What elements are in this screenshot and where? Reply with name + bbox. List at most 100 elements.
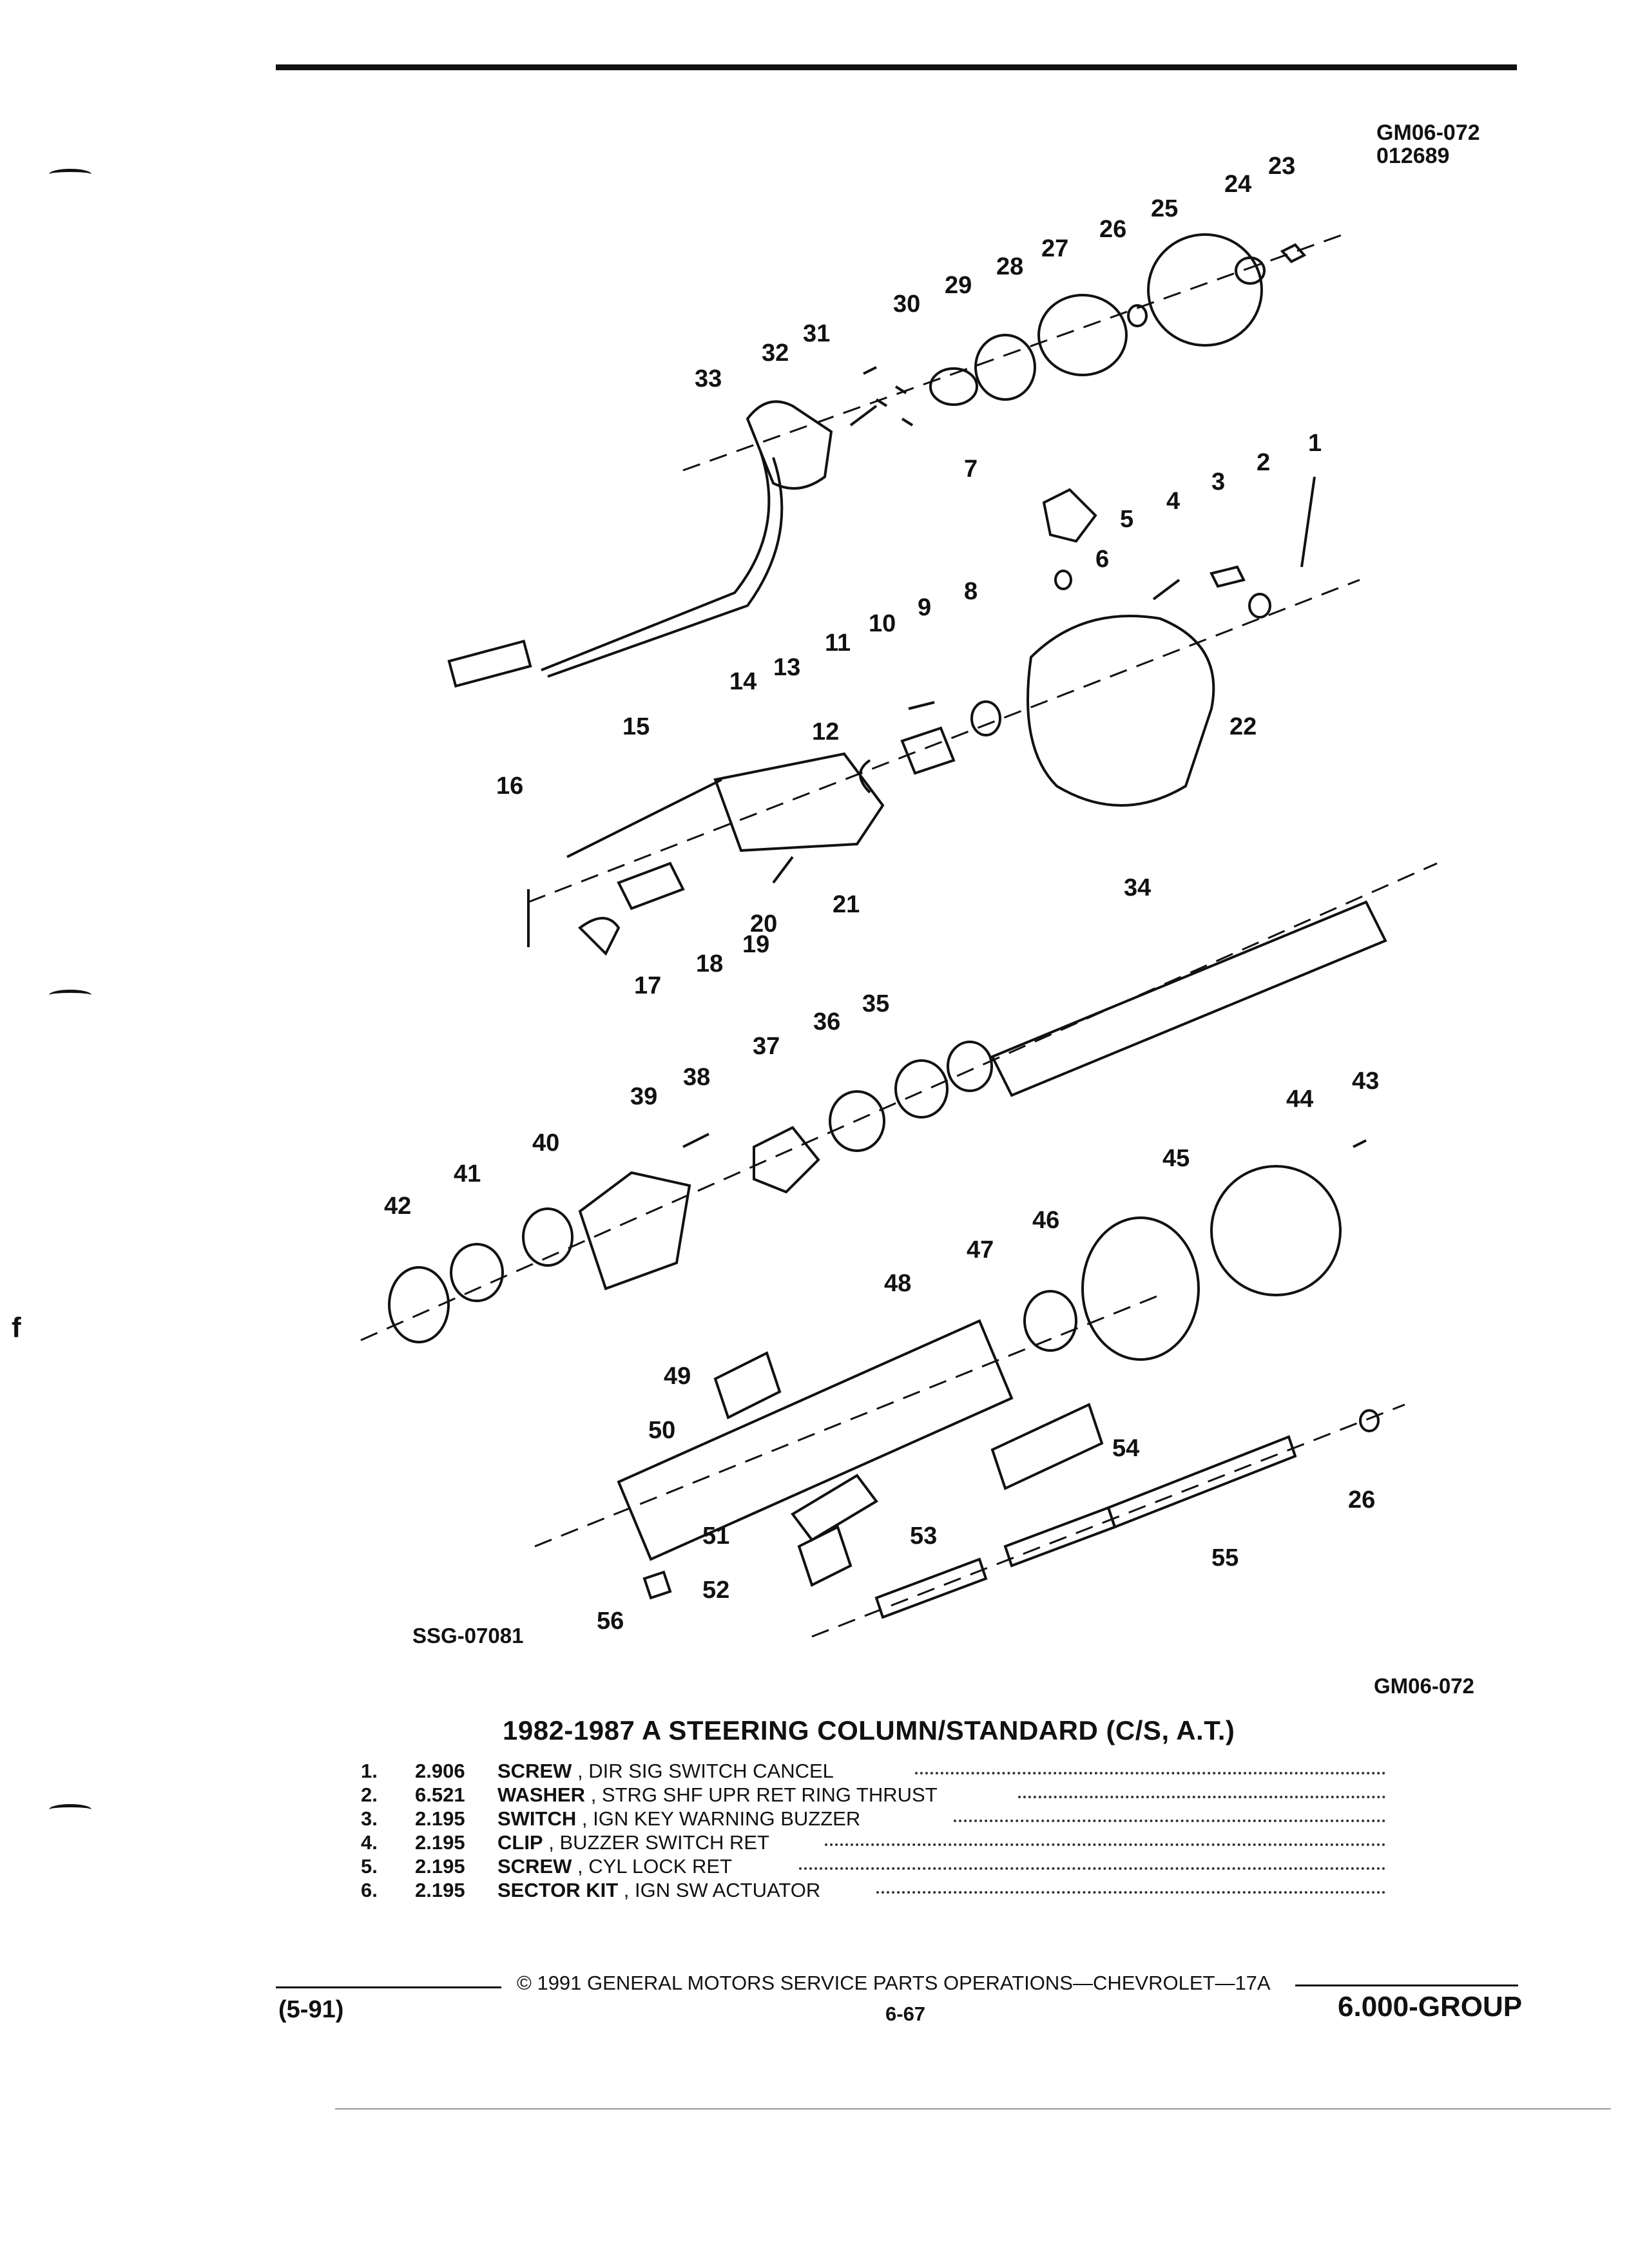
- part-36-spring: [829, 1090, 885, 1152]
- callout-56: 56: [597, 1608, 624, 1635]
- part-38-screw: [682, 1133, 709, 1148]
- margin-mark: [49, 1804, 92, 1815]
- part-56: [642, 1570, 672, 1600]
- callout-21: 21: [833, 891, 860, 918]
- part-54-rack: [990, 1403, 1104, 1490]
- part-code: 2.195: [415, 1807, 465, 1830]
- callout-41: 41: [454, 1160, 481, 1187]
- part-detail: , BUZZER SWITCH RET: [548, 1831, 769, 1854]
- part-19: [617, 861, 685, 910]
- part-detail: , CYL LOCK RET: [577, 1855, 733, 1878]
- callout-51: 51: [702, 1523, 729, 1550]
- edition-date: (5-91): [278, 1996, 344, 2023]
- part-26-ring: [1127, 304, 1148, 327]
- callout-17: 17: [634, 972, 661, 999]
- part-39-bowl: [578, 1171, 691, 1291]
- callout-50: 50: [648, 1417, 675, 1444]
- callout-54: 54: [1112, 1435, 1139, 1462]
- parts-list-title: 1982-1987 A STEERING COLUMN/STANDARD (C/…: [503, 1715, 1235, 1745]
- parts-list-row: 5. 2.195 SCREW , CYL LOCK RET: [361, 1854, 1392, 1878]
- parts-list-row: 6. 2.195 SECTOR KIT , IGN SW ACTUATOR: [361, 1878, 1392, 1902]
- margin-mark: [49, 169, 92, 180]
- part-description: SWITCH , IGN KEY WARNING BUZZER: [497, 1807, 860, 1831]
- leader-dots: [876, 1891, 1385, 1894]
- part-22-housing: [1027, 615, 1215, 807]
- part-37: [753, 1126, 820, 1194]
- part-name: WASHER: [497, 1783, 586, 1806]
- parts-list-row: 2. 6.521 WASHER , STRG SHF UPR RET RING …: [361, 1783, 1392, 1807]
- callout-12: 12: [812, 718, 839, 745]
- callout-46: 46: [1032, 1207, 1059, 1234]
- part-detail: , IGN SW ACTUATOR: [623, 1879, 821, 1901]
- part-7-lock-cylinder: [1042, 488, 1097, 543]
- callout-36: 36: [813, 1008, 840, 1035]
- callout-3: 3: [1211, 468, 1225, 495]
- callout-22: 22: [1229, 713, 1257, 740]
- part-55-shaft: [1106, 1435, 1297, 1529]
- bottom-rule: [335, 2108, 1611, 2109]
- callout-1: 1: [1308, 430, 1322, 457]
- part-40-ring: [522, 1207, 574, 1267]
- callout-26-lower: 26: [1348, 1486, 1375, 1514]
- callout-45: 45: [1162, 1145, 1190, 1172]
- part-description: SCREW , DIR SIG SWITCH CANCEL: [497, 1759, 834, 1783]
- part-15-actuator: [713, 752, 885, 852]
- part-29-spring: [929, 367, 978, 406]
- part-name: SWITCH: [497, 1807, 577, 1830]
- part-detail: , DIR SIG SWITCH CANCEL: [577, 1760, 834, 1782]
- parts-list-row: 3. 2.195 SWITCH , IGN KEY WARNING BUZZER: [361, 1807, 1392, 1831]
- part-15-rod: [566, 778, 722, 858]
- callout-48: 48: [884, 1270, 911, 1297]
- exploded-diagram: 1 2 3 4 5 6 7 8 9 10 11 12 13 14 15 16 1…: [360, 153, 1438, 1638]
- part-34-shaft: [990, 900, 1387, 1097]
- part-name: CLIP: [497, 1831, 543, 1854]
- part-44-housing: [1210, 1165, 1342, 1296]
- part-26-lower-ring: [1359, 1409, 1380, 1432]
- part-33-wire: [541, 450, 771, 671]
- callout-43: 43: [1352, 1068, 1379, 1095]
- callout-42: 42: [384, 1193, 411, 1220]
- leader-dots: [915, 1772, 1385, 1774]
- page-number: 6-67: [885, 2003, 926, 2025]
- part-46: [1023, 1290, 1077, 1352]
- callout-32: 32: [762, 340, 789, 367]
- part-24-nut: [1235, 256, 1266, 285]
- callout-14: 14: [729, 668, 757, 695]
- part-45-shroud: [1081, 1216, 1200, 1361]
- part-code: 2.906: [415, 1760, 465, 1782]
- copyright-notice: © 1991 GENERAL MOTORS SERVICE PARTS OPER…: [517, 1972, 1271, 1994]
- callout-28: 28: [996, 253, 1023, 280]
- callout-24: 24: [1224, 171, 1251, 198]
- leader-dots: [799, 1867, 1385, 1870]
- figure-date-code: 012689: [1376, 144, 1450, 168]
- part-name: SECTOR KIT: [497, 1879, 619, 1901]
- part-description: SCREW , CYL LOCK RET: [497, 1854, 732, 1878]
- part-55-lower: [874, 1557, 988, 1619]
- part-33-switch-housing: [746, 400, 833, 490]
- callout-34: 34: [1124, 874, 1151, 901]
- part-code: 6.521: [415, 1783, 465, 1806]
- callout-29: 29: [945, 272, 972, 299]
- callout-37: 37: [753, 1033, 780, 1060]
- part-32: [849, 405, 878, 427]
- callout-47: 47: [967, 1236, 994, 1264]
- part-28: [974, 334, 1036, 401]
- part-27-cancel-cam: [1037, 294, 1128, 376]
- callout-8: 8: [964, 578, 978, 605]
- part-10: [908, 701, 935, 710]
- leader-dots: [1018, 1796, 1385, 1798]
- part-name: SCREW: [497, 1760, 572, 1782]
- callout-55: 55: [1211, 1544, 1239, 1571]
- part-2-washer: [1248, 593, 1271, 619]
- callout-31: 31: [803, 320, 830, 347]
- callout-16: 16: [496, 773, 523, 800]
- part-35-ring: [894, 1059, 949, 1119]
- part-detail: , IGN KEY WARNING BUZZER: [581, 1807, 861, 1830]
- callout-15: 15: [622, 713, 650, 740]
- part-20-screw: [772, 856, 794, 884]
- callout-49: 49: [664, 1363, 691, 1390]
- part-name: SCREW: [497, 1855, 572, 1878]
- callout-30: 30: [893, 291, 920, 318]
- part-31: [863, 366, 877, 375]
- part-43-spring: [1353, 1139, 1367, 1148]
